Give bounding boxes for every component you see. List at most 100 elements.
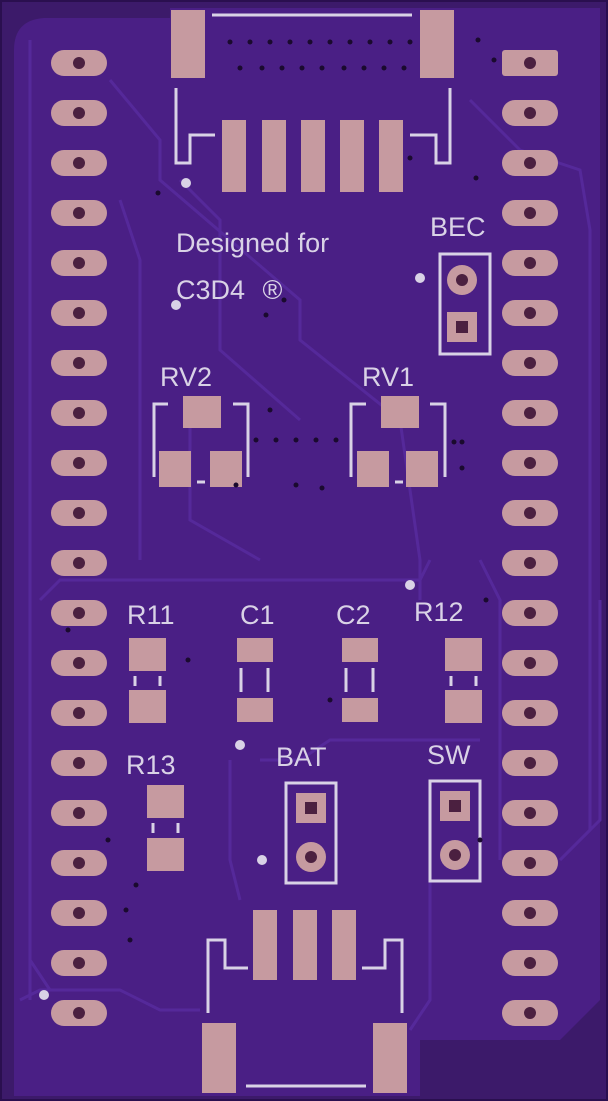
right-header-pin: [502, 350, 558, 376]
right-header: [502, 50, 558, 1026]
via: [65, 627, 71, 633]
label-c2: C2: [336, 600, 371, 630]
bat-connector: [284, 781, 338, 885]
traces: [19, 40, 602, 1031]
right-header-pin: [502, 400, 558, 426]
right-header-pin: [502, 50, 558, 76]
left-header-pin: [51, 50, 107, 76]
left-header-pin: [51, 150, 107, 176]
sw-connector: [428, 779, 482, 883]
right-header-pin: [502, 300, 558, 326]
left-header-pin: [51, 600, 107, 626]
left-header-pin: [51, 300, 107, 326]
usb-top-silk-right: [410, 88, 452, 165]
rv2-regulator: [152, 396, 250, 487]
via: [133, 882, 139, 888]
label-r12: R12: [414, 597, 464, 627]
via: [381, 65, 387, 71]
right-header-pin: [502, 700, 558, 726]
r13-resistor: [147, 785, 184, 871]
right-header-pin: [502, 900, 558, 926]
left-header-pin: [51, 650, 107, 676]
label-rv2: RV2: [160, 362, 213, 392]
via: [299, 65, 305, 71]
right-header-pin: [502, 550, 558, 576]
via: [267, 407, 273, 413]
via: [105, 837, 111, 843]
via: [451, 439, 457, 445]
left-header-pin: [51, 500, 107, 526]
via: [257, 855, 267, 865]
left-header-pin: [51, 200, 107, 226]
left-header-pin: [51, 700, 107, 726]
r11-resistor: [129, 638, 166, 723]
via: [259, 65, 265, 71]
via: [39, 990, 49, 1000]
usb-top-connector: [171, 10, 454, 192]
via: [237, 65, 243, 71]
via: [287, 39, 293, 45]
c1-capacitor: [237, 638, 273, 722]
via: [227, 39, 233, 45]
via: [347, 39, 353, 45]
via: [361, 65, 367, 71]
via: [233, 482, 239, 488]
left-header-pin: [51, 1000, 107, 1026]
c2-capacitor: [342, 638, 378, 722]
via: [123, 907, 129, 913]
right-header-pin: [502, 850, 558, 876]
via: [401, 65, 407, 71]
via: [473, 175, 479, 181]
right-header-pin: [502, 450, 558, 476]
via: [319, 485, 325, 491]
via: [459, 465, 465, 471]
left-header-pin: [51, 900, 107, 926]
usb-top-shell-right: [420, 10, 454, 78]
board-name-text: C3D4 ®: [176, 277, 282, 304]
via: [407, 155, 413, 161]
board-name: C3D4: [176, 275, 246, 305]
left-header-pin: [51, 800, 107, 826]
via: [181, 178, 191, 188]
via: [405, 580, 415, 590]
via: [155, 190, 161, 196]
via: [459, 439, 465, 445]
label-r11: R11: [127, 600, 175, 630]
registered-mark: ®: [262, 275, 283, 305]
label-rv1: RV1: [362, 362, 415, 392]
usb-bottom-connector: [202, 910, 407, 1093]
via: [483, 597, 489, 603]
label-bat: BAT: [276, 742, 327, 772]
via: [341, 65, 347, 71]
via: [327, 39, 333, 45]
via: [333, 437, 339, 443]
right-header-pin: [502, 200, 558, 226]
right-header-pin: [502, 650, 558, 676]
right-header-pin: [502, 600, 558, 626]
usb-top-shell-left: [171, 10, 205, 78]
via: [415, 273, 425, 283]
right-header-pin: [502, 150, 558, 176]
via: [319, 65, 325, 71]
usb-bottom-shell-left: [202, 1023, 236, 1093]
via: [407, 39, 413, 45]
via: [273, 437, 279, 443]
vias: [39, 37, 497, 1000]
via: [185, 657, 191, 663]
designed-for-text: Designed for: [176, 228, 330, 258]
via: [313, 437, 319, 443]
label-bec: BEC: [430, 212, 486, 242]
r12-resistor: [445, 638, 482, 723]
via: [307, 39, 313, 45]
via: [293, 437, 299, 443]
via: [475, 37, 481, 43]
via: [477, 837, 483, 843]
via: [267, 39, 273, 45]
via: [263, 312, 269, 318]
label-r13: R13: [126, 750, 176, 780]
via: [253, 437, 259, 443]
via: [127, 937, 133, 943]
left-header-pin: [51, 400, 107, 426]
